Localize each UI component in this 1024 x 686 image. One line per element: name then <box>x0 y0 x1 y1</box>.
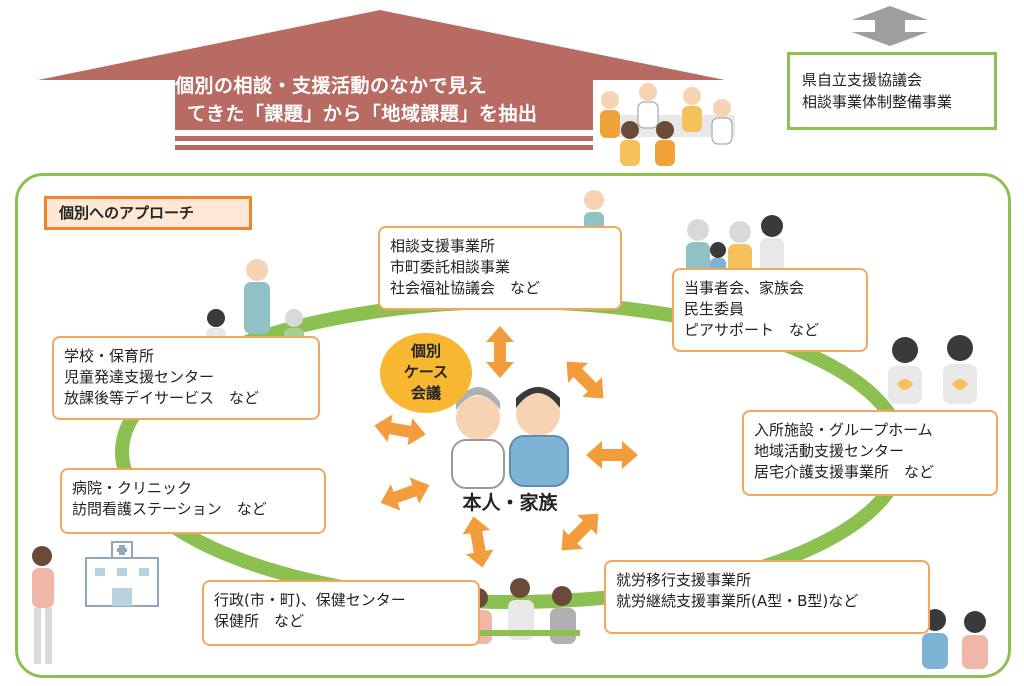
double-arrow-vertical-icon <box>852 6 928 46</box>
approach-label: 個別へのアプローチ <box>44 196 252 230</box>
roof-title-line-1: 個別の相談・支援活動のなかで見え <box>175 75 488 97</box>
double-arrow-icon <box>462 516 494 568</box>
node-school-line-3: 放課後等デイサービス など <box>64 389 260 407</box>
roof-stripe-2 <box>175 145 593 150</box>
meeting-people-illustration <box>600 83 735 166</box>
case-meeting-badge: 個別 ケース 会議 <box>380 333 472 413</box>
roof-body <box>175 62 593 130</box>
double-arrow-icon <box>561 513 599 551</box>
roof-stripe-1 <box>175 136 593 141</box>
node-facility: 入所施設・グループホーム 地域活動支援センター 居宅介護支援事業所 など <box>742 410 998 496</box>
node-government: 行政(市・町)、保健センター 保健所 など <box>202 580 480 646</box>
node-facility-line-1: 入所施設・グループホーム <box>754 421 933 439</box>
node-government-line-2: 保健所 など <box>214 612 305 630</box>
node-consultation-line-1: 相談支援事業所 <box>390 237 496 255</box>
case-meeting-line-2: ケース <box>403 363 449 381</box>
roof-title: 個別の相談・支援活動のなかで見え てきた「課題」から「地域課題」を抽出 <box>175 72 595 128</box>
node-consultation-line-2: 市町委託相談事業 <box>390 258 511 276</box>
roof-title-line-2: てきた「課題」から「地域課題」を抽出 <box>187 103 538 125</box>
hospital-building-icon <box>85 541 159 607</box>
node-consultation-line-3: 社会福祉協議会 など <box>390 279 541 297</box>
double-arrow-icon <box>586 441 638 469</box>
node-hospital-line-2: 訪問看護ステーション など <box>72 500 267 518</box>
node-school-line-1: 学校・保育所 <box>64 347 155 365</box>
double-arrow-icon <box>374 414 426 446</box>
node-employment-line-2: 就労継続支援事業所(A型・B型)など <box>616 592 859 610</box>
main-frame <box>15 173 1011 678</box>
node-facility-line-2: 地域活動支援センター <box>754 442 905 460</box>
node-hospital-line-1: 病院・クリニック <box>72 479 193 497</box>
council-line-2: 相談事業体制整備事業 <box>802 93 953 111</box>
node-facility-line-3: 居宅介護支援事業所 など <box>754 463 935 481</box>
center-label: 本人・家族 <box>462 492 558 514</box>
person-man-illustration <box>509 387 569 487</box>
node-family-line-1: 当事者会、家族会 <box>684 279 805 297</box>
council-box: 県自立支援協議会 相談事業体制整備事業 <box>787 52 997 130</box>
case-meeting-line-3: 会議 <box>410 384 441 402</box>
person-woman-illustration <box>451 387 505 489</box>
node-hospital: 病院・クリニック 訪問看護ステーション など <box>60 468 326 534</box>
walking-person-illustration <box>32 546 54 664</box>
consultation-people-illustration <box>466 578 580 644</box>
node-employment-line-1: 就労移行支援事業所 <box>616 571 752 589</box>
double-arrow-icon <box>380 477 430 511</box>
node-consultation: 相談支援事業所 市町委託相談事業 社会福祉協議会 など <box>378 226 622 310</box>
family-illustration <box>686 215 784 276</box>
node-school-line-2: 児童発達支援センター <box>64 368 215 386</box>
node-school: 学校・保育所 児童発達支援センター 放課後等デイサービス など <box>52 336 320 420</box>
council-line-1: 県自立支援協議会 <box>802 71 923 89</box>
caregivers-with-hearts-illustration <box>888 335 977 404</box>
node-family-line-3: ピアサポート など <box>684 321 820 339</box>
roof-graphic <box>38 6 928 166</box>
node-government-line-1: 行政(市・町)、保健センター <box>214 591 406 609</box>
workers-cheering-illustration <box>922 609 988 669</box>
double-arrow-icon <box>566 361 604 399</box>
node-family: 当事者会、家族会 民生委員 ピアサポート など <box>672 268 868 352</box>
node-family-line-2: 民生委員 <box>684 300 745 318</box>
double-arrow-icon <box>486 326 514 378</box>
case-meeting-line-1: 個別 <box>410 342 441 360</box>
node-employment: 就労移行支援事業所 就労継続支援事業所(A型・B型)など <box>604 560 930 634</box>
